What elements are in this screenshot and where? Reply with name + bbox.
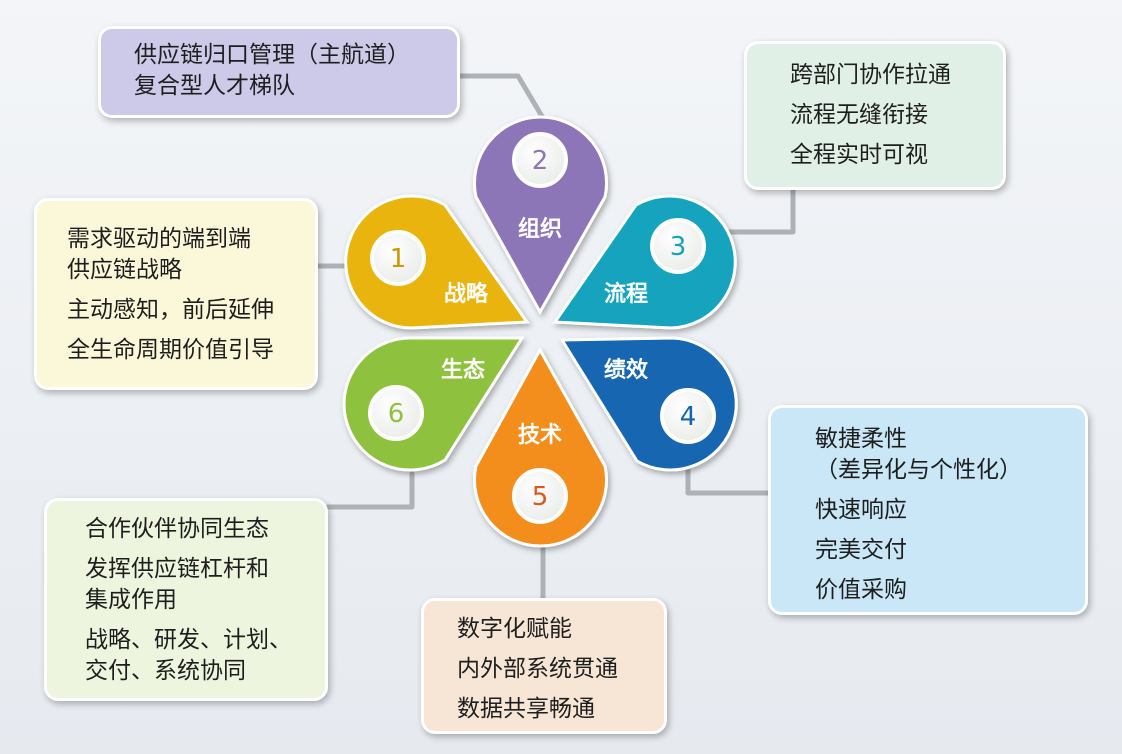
connector-ecosystem xyxy=(325,471,415,510)
card-organization-line: 复合型人才梯队 xyxy=(134,73,295,99)
card-performance-line: 完美交付 xyxy=(815,537,907,563)
card-performance: 敏捷柔性 （差异化与个性化） 快速响应 完美交付 价值采购 xyxy=(768,405,1088,615)
petal-process-number: 3 xyxy=(670,232,687,262)
petal-ecosystem: 6 生态 xyxy=(342,336,525,472)
card-process-line: 流程无缝衔接 xyxy=(790,102,928,128)
card-ecosystem-line: 集成作用 xyxy=(85,587,177,613)
card-process: 跨部门协作拉通 流程无缝衔接 全程实时可视 xyxy=(744,41,1006,190)
petal-strategy-number-circle xyxy=(370,230,426,286)
petal-technology-number: 5 xyxy=(532,482,549,512)
connector-organization xyxy=(457,73,546,121)
petal-technology-label: 技术 xyxy=(518,423,562,448)
petal-performance-number: 4 xyxy=(680,402,697,432)
card-performance-line: 敏捷柔性 xyxy=(815,426,907,452)
card-technology-line: 数字化赋能 xyxy=(457,616,572,642)
connector-process xyxy=(725,179,796,235)
petal-organization: 2 组织 xyxy=(473,115,608,316)
petal-performance: 4 绩效 xyxy=(559,336,738,472)
card-strategy-line: 需求驱动的端到端 xyxy=(67,226,251,252)
petal-strategy-number: 1 xyxy=(390,244,407,274)
card-ecosystem-line: 战略、研发、计划、 xyxy=(85,627,292,653)
card-strategy: 需求驱动的端到端 供应链战略 主动感知，前后延伸 全生命周期价值引导 xyxy=(34,198,318,390)
petal-ecosystem-label: 生态 xyxy=(441,357,485,383)
petal-ecosystem-number-circle xyxy=(368,385,424,441)
card-performance-line: 价值采购 xyxy=(815,577,907,603)
card-organization-line: 供应链归口管理（主航道） xyxy=(134,42,410,68)
card-technology-line: 数据共享畅通 xyxy=(457,696,595,722)
petal-strategy: 1 战略 xyxy=(344,194,530,330)
petal-organization-number: 2 xyxy=(532,146,549,176)
petal-process: 3 流程 xyxy=(552,194,737,330)
petal-process-label: 流程 xyxy=(604,281,648,307)
card-ecosystem-line: 发挥供应链杠杆和 xyxy=(85,556,269,582)
card-process-line: 全程实时可视 xyxy=(790,142,928,168)
connector-performance xyxy=(685,467,773,496)
petal-performance-number-circle xyxy=(660,388,716,444)
petal-technology-shape xyxy=(473,346,608,548)
card-strategy-line: 全生命周期价值引导 xyxy=(67,337,274,363)
card-strategy-line: 主动感知，前后延伸 xyxy=(67,297,274,323)
card-ecosystem-line: 交付、系统协同 xyxy=(85,658,246,684)
card-performance-line: 快速响应 xyxy=(815,497,907,523)
petal-strategy-label: 战略 xyxy=(444,281,489,307)
petal-organization-number-circle xyxy=(512,132,568,188)
petal-process-number-circle xyxy=(650,218,706,274)
petal-ecosystem-number: 6 xyxy=(388,399,405,429)
card-technology: 数字化赋能 内外部系统贯通 数据共享畅通 xyxy=(421,598,667,734)
petal-technology-number-circle xyxy=(512,468,568,524)
card-organization: 供应链归口管理（主航道） 复合型人才梯队 xyxy=(98,26,460,118)
petal-strategy-shape xyxy=(344,194,530,330)
card-performance-line: （差异化与个性化） xyxy=(815,457,1022,483)
petal-performance-label: 绩效 xyxy=(604,357,648,383)
card-process-line: 跨部门协作拉通 xyxy=(790,62,951,88)
card-technology-line: 内外部系统贯通 xyxy=(457,656,618,682)
card-ecosystem: 合作伙伴协同生态 发挥供应链杠杆和 集成作用 战略、研发、计划、 交付、系统协同 xyxy=(44,498,328,701)
petal-organization-label: 组织 xyxy=(518,216,562,242)
petal-organization-shape xyxy=(473,115,608,316)
card-strategy-line: 供应链战略 xyxy=(67,257,182,283)
petal-technology: 5 技术 xyxy=(473,346,608,548)
card-ecosystem-line: 合作伙伴协同生态 xyxy=(85,516,269,542)
